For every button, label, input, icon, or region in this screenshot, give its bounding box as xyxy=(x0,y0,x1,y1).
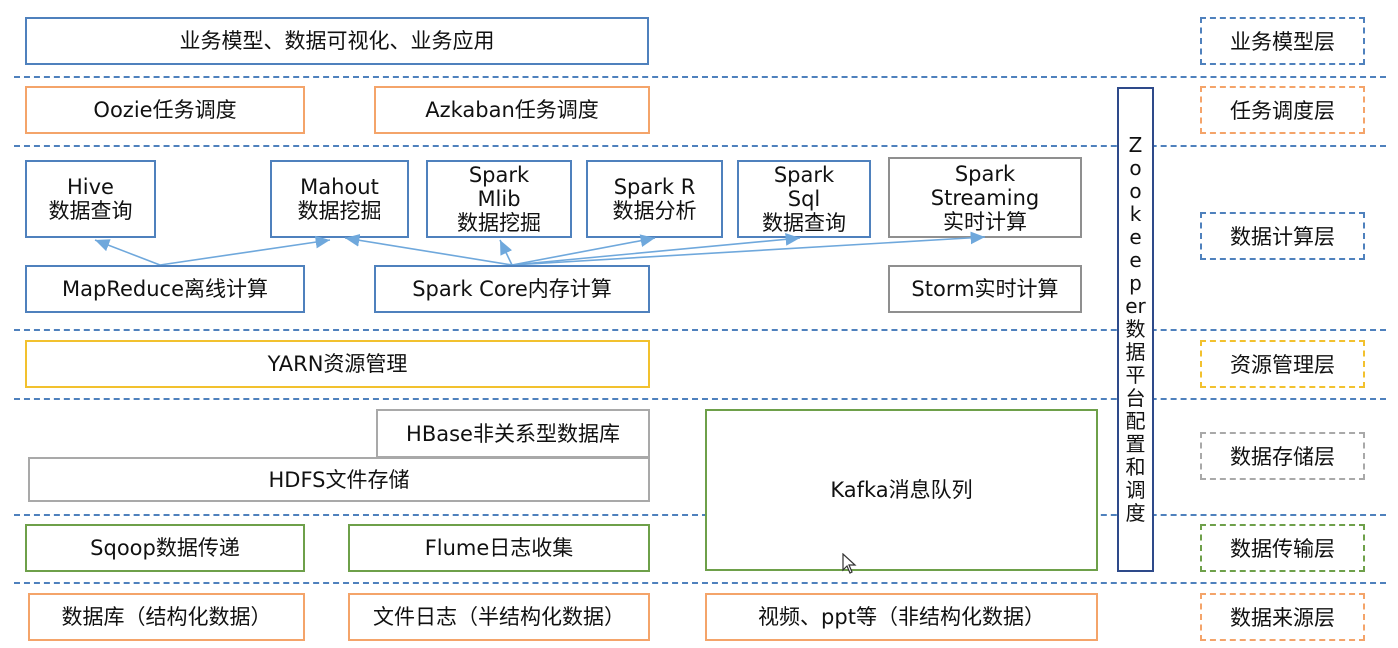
hive-box: Hive 数据查询 xyxy=(25,160,156,238)
layer-label-storage: 数据存储层 xyxy=(1200,432,1365,480)
spark-core-box: Spark Core内存计算 xyxy=(374,265,650,313)
arrow-mapreduce-hive xyxy=(94,239,161,266)
sqoop-box: Sqoop数据传递 xyxy=(25,524,305,572)
azkaban-box: Azkaban任务调度 xyxy=(374,86,650,134)
arrow-sparkcore-streaming xyxy=(511,231,986,266)
spark-streaming-box: Spark Streaming 实时计算 xyxy=(888,157,1082,238)
mahout-box: Mahout 数据挖掘 xyxy=(270,160,409,238)
layer-separator xyxy=(14,582,1386,584)
layer-separator xyxy=(14,329,1386,331)
arrow-sparkcore-mahout xyxy=(344,233,513,266)
zookeeper-box: Zookeeper数据平台配置和调度 xyxy=(1117,87,1154,572)
hdfs-box: HDFS文件存储 xyxy=(28,457,650,502)
arrow-mapreduce-mahout xyxy=(159,235,331,266)
yarn-box: YARN资源管理 xyxy=(25,340,650,388)
spark-mlib-box: Spark Mlib 数据挖掘 xyxy=(426,160,572,238)
mouse-cursor-icon xyxy=(842,553,857,574)
source-database-box: 数据库（结构化数据） xyxy=(28,593,305,641)
hbase-box: HBase非关系型数据库 xyxy=(376,409,650,458)
business-application-box: 业务模型、数据可视化、业务应用 xyxy=(25,17,649,65)
arrow-sparkcore-mlib xyxy=(499,239,513,266)
layer-label-schedule: 任务调度层 xyxy=(1200,86,1365,134)
source-log-box: 文件日志（半结构化数据） xyxy=(348,593,650,641)
arrow-sparkcore-sparkr xyxy=(511,234,656,266)
layer-separator xyxy=(14,398,1386,400)
oozie-box: Oozie任务调度 xyxy=(25,86,305,134)
layer-label-business: 业务模型层 xyxy=(1200,17,1365,65)
spark-sql-box: Spark Sql 数据查询 xyxy=(737,160,871,238)
layer-label-transfer: 数据传输层 xyxy=(1200,524,1365,572)
mapreduce-box: MapReduce离线计算 xyxy=(25,265,305,313)
kafka-box: Kafka消息队列 xyxy=(705,409,1098,571)
spark-r-box: Spark R 数据分析 xyxy=(586,160,723,238)
layer-separator xyxy=(14,145,1386,147)
layer-label-resource: 资源管理层 xyxy=(1200,340,1365,388)
source-video-box: 视频、ppt等（非结构化数据） xyxy=(705,593,1098,641)
layer-label-compute: 数据计算层 xyxy=(1200,212,1365,260)
layer-label-source: 数据来源层 xyxy=(1200,593,1365,641)
layer-separator xyxy=(14,76,1386,78)
zookeeper-label: Zookeeper数据平台配置和调度 xyxy=(1125,133,1146,525)
arrow-sparkcore-sparksql xyxy=(511,232,801,266)
storm-box: Storm实时计算 xyxy=(888,265,1082,313)
layer-separator xyxy=(14,514,1386,516)
flume-box: Flume日志收集 xyxy=(348,524,650,572)
